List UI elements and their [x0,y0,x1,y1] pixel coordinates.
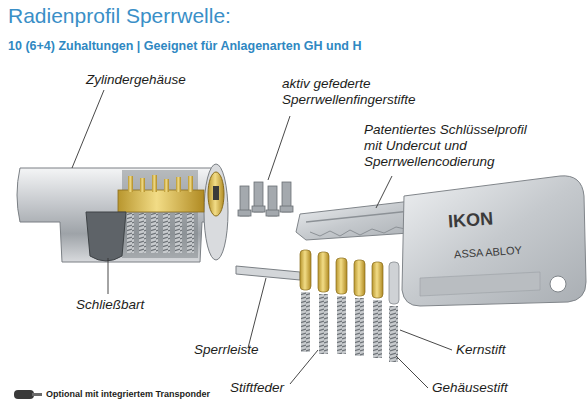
part-label: Schließbart [76,297,144,313]
cam [86,212,126,261]
part-label: Gehäusestift [432,380,508,396]
part-label: Kernstift [456,342,506,358]
finger-pins [238,182,293,216]
part-label: Sperrleiste [194,342,259,358]
locking-bar [236,266,300,280]
part-label: aktiv gefederte Sperrwellenfingerstifte [282,76,432,108]
caption-note: Optional mit integriertem Transponder [46,389,210,399]
key-logo: IKON [447,210,493,229]
transponder-icon [14,390,42,399]
pin-stacks [300,250,399,362]
pin-stacks-in-cylinder [127,175,194,253]
subtitle: 10 (6+4) Zuhaltungen | Geeignet für Anla… [8,38,361,54]
title: Radienprofil Sperrwelle: [8,4,231,28]
part-label: Stiftfeder [230,380,284,396]
cylinder-housing [17,164,228,262]
key [296,176,586,306]
part-label: Patentiertes Schlüsselprofil mit Undercu… [364,122,542,170]
part-label: Zylindergehäuse [86,72,186,88]
